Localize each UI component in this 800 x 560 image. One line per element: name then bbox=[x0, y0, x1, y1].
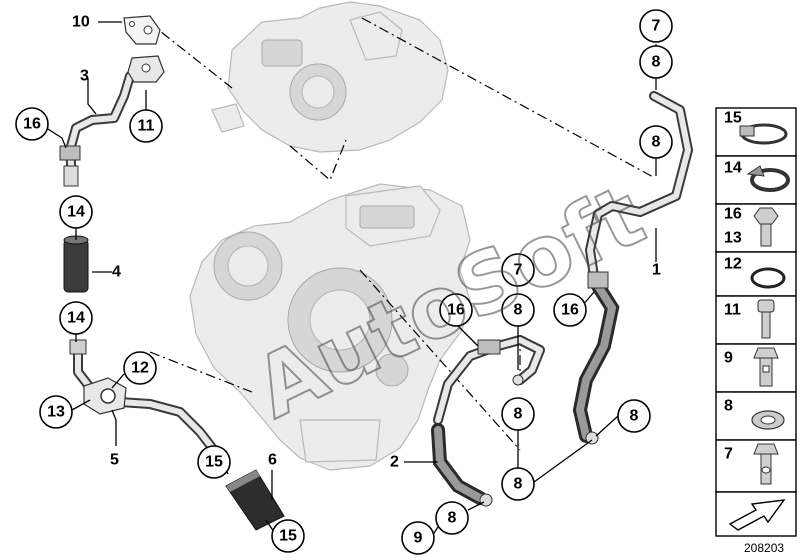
legend-panel: 15 14 16 13 12 11 bbox=[715, 107, 797, 537]
label-part-4: 4 bbox=[112, 264, 121, 281]
svg-text:16: 16 bbox=[724, 206, 742, 223]
svg-text:14: 14 bbox=[724, 160, 742, 177]
svg-text:12: 12 bbox=[724, 256, 742, 273]
callout-8: 8 bbox=[435, 501, 469, 535]
hose-part-4 bbox=[63, 235, 89, 293]
label-part-10: 10 bbox=[72, 14, 90, 31]
hose-clip-icon bbox=[746, 165, 790, 192]
svg-text:16: 16 bbox=[447, 302, 465, 319]
svg-text:15: 15 bbox=[205, 454, 223, 471]
direction-arrow-icon bbox=[728, 499, 786, 531]
svg-text:7: 7 bbox=[514, 262, 523, 279]
callouts: 7 8 8 16 11 14 14 12 13 15 15 7 8 16 16 … bbox=[15, 9, 673, 555]
svg-text:8: 8 bbox=[724, 398, 733, 415]
oil-pipe-part-3 bbox=[59, 55, 165, 187]
gasket-part-10 bbox=[123, 15, 161, 45]
callout-13: 13 bbox=[39, 395, 73, 429]
turbocharger-lower-ghost bbox=[189, 183, 471, 471]
hollow-bolt-icon bbox=[753, 347, 779, 387]
callout-8: 8 bbox=[639, 125, 673, 159]
callout-7: 7 bbox=[501, 253, 535, 287]
callout-8: 8 bbox=[501, 293, 535, 327]
sealing-washer-icon bbox=[751, 410, 785, 430]
oil-pipe-part-2 bbox=[431, 335, 545, 507]
callout-11: 11 bbox=[129, 109, 163, 143]
svg-text:8: 8 bbox=[448, 510, 457, 527]
svg-text:7: 7 bbox=[724, 446, 733, 463]
seal-ring-icon bbox=[750, 267, 786, 289]
oil-pipe-part-1 bbox=[572, 91, 693, 445]
callout-16: 16 bbox=[553, 293, 587, 327]
svg-text:13: 13 bbox=[47, 404, 65, 421]
svg-text:8: 8 bbox=[652, 134, 661, 151]
svg-text:12: 12 bbox=[131, 360, 149, 377]
callout-15: 15 bbox=[197, 445, 231, 479]
svg-text:8: 8 bbox=[652, 54, 661, 71]
diagram-number: 208203 bbox=[744, 541, 784, 555]
callout-7: 7 bbox=[639, 9, 673, 43]
svg-text:15: 15 bbox=[724, 110, 742, 127]
svg-text:16: 16 bbox=[23, 116, 41, 133]
hex-bolt-icon bbox=[753, 207, 779, 247]
callout-8: 8 bbox=[639, 45, 673, 79]
svg-text:16: 16 bbox=[561, 302, 579, 319]
svg-text:13: 13 bbox=[724, 230, 742, 247]
svg-text:14: 14 bbox=[67, 310, 85, 327]
svg-text:9: 9 bbox=[414, 530, 423, 547]
label-part-6: 6 bbox=[268, 452, 277, 469]
label-part-5: 5 bbox=[110, 452, 119, 469]
svg-text:8: 8 bbox=[514, 406, 523, 423]
svg-text:8: 8 bbox=[630, 408, 639, 425]
callout-14: 14 bbox=[59, 195, 93, 229]
label-part-3: 3 bbox=[80, 68, 89, 85]
plain-part-labels: 10 3 4 5 6 1 2 bbox=[72, 14, 661, 471]
svg-text:14: 14 bbox=[67, 204, 85, 221]
label-part-2: 2 bbox=[390, 454, 399, 471]
turbocharger-upper-ghost bbox=[211, 1, 449, 153]
callout-16: 16 bbox=[439, 293, 473, 327]
callout-12: 12 bbox=[123, 351, 157, 385]
hose-clamp-icon bbox=[739, 123, 788, 145]
svg-text:11: 11 bbox=[724, 302, 741, 319]
hose-part-6 bbox=[225, 469, 285, 531]
svg-text:11: 11 bbox=[138, 118, 155, 135]
banjo-bolt-icon bbox=[753, 443, 779, 485]
callout-8: 8 bbox=[617, 399, 651, 433]
svg-text:8: 8 bbox=[514, 476, 523, 493]
svg-text:15: 15 bbox=[279, 528, 297, 545]
svg-text:7: 7 bbox=[652, 18, 661, 35]
callout-16: 16 bbox=[15, 107, 49, 141]
label-part-1: 1 bbox=[652, 262, 661, 279]
callout-15: 15 bbox=[271, 519, 305, 553]
socket-screw-icon bbox=[757, 299, 775, 339]
callout-14: 14 bbox=[59, 301, 93, 335]
oil-pipe-part-5 bbox=[69, 339, 225, 463]
callout-8: 8 bbox=[501, 397, 535, 431]
svg-text:9: 9 bbox=[724, 350, 733, 367]
callout-9: 9 bbox=[401, 521, 435, 555]
svg-text:8: 8 bbox=[514, 302, 523, 319]
callout-8: 8 bbox=[501, 467, 535, 501]
reference-lines bbox=[145, 17, 656, 451]
